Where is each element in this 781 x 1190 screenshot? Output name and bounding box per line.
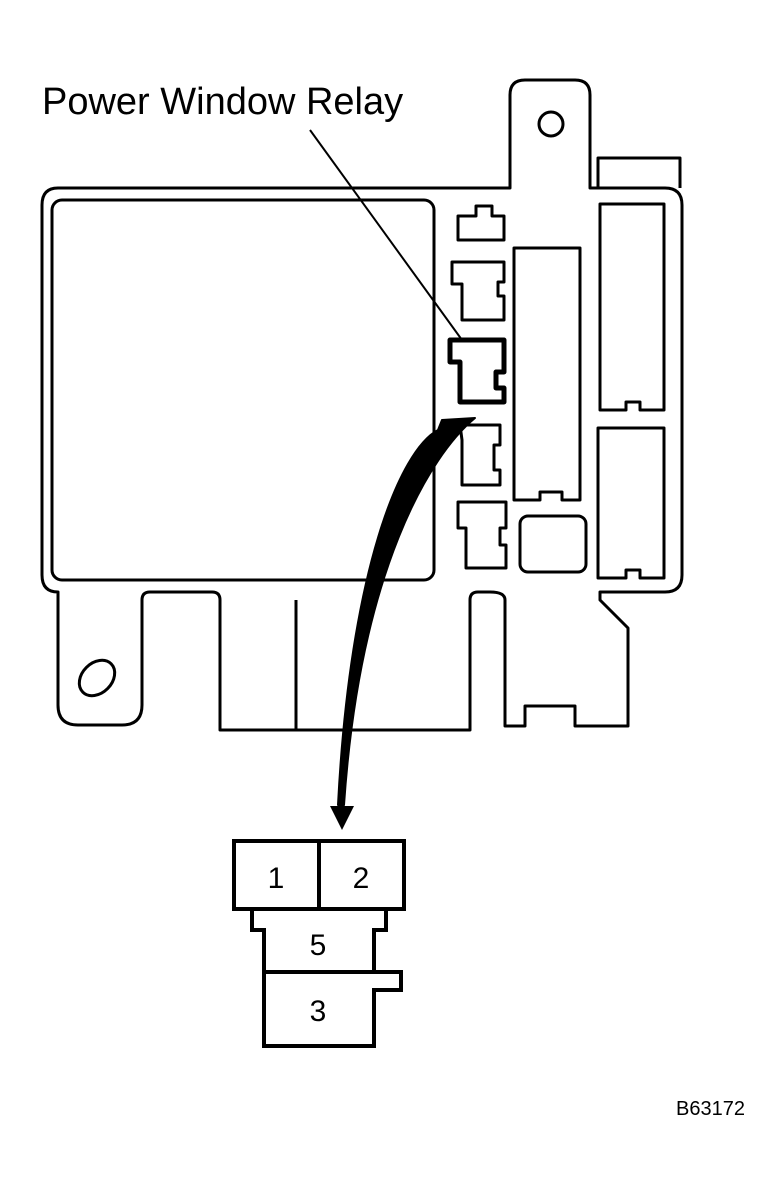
power-window-relay-label: Power Window Relay	[42, 81, 403, 123]
pin-2-label: 2	[353, 862, 370, 895]
slot-small-top	[456, 204, 506, 242]
slot-right-upper	[598, 202, 666, 412]
slot-lower-relay	[458, 423, 502, 487]
power-window-relay-slot	[447, 337, 507, 405]
slot-bottom-square	[518, 514, 588, 574]
left-chamber	[50, 198, 436, 582]
curved-arrow	[337, 417, 476, 806]
pin-1-label: 1	[268, 862, 285, 895]
top-right-rim	[596, 156, 682, 188]
callout-leader-line	[309, 129, 463, 341]
relay-block-outline	[40, 78, 684, 732]
top-mount-hole	[537, 110, 565, 138]
pin-5-label: 5	[310, 929, 327, 962]
connector-diagram	[232, 839, 406, 1048]
slot-bottom-small	[456, 500, 508, 570]
figure-code-label: B63172	[676, 1098, 745, 1120]
slot-group	[450, 202, 666, 580]
slot-upper-relay	[450, 260, 506, 322]
slot-tall-center	[512, 246, 582, 502]
pin-3-label: 3	[310, 995, 327, 1028]
slot-right-lower	[596, 426, 666, 580]
bottom-mount-hole	[77, 658, 117, 698]
connector-lower-body	[250, 909, 403, 1048]
relay-block	[40, 78, 684, 732]
arrow-head	[330, 806, 354, 830]
